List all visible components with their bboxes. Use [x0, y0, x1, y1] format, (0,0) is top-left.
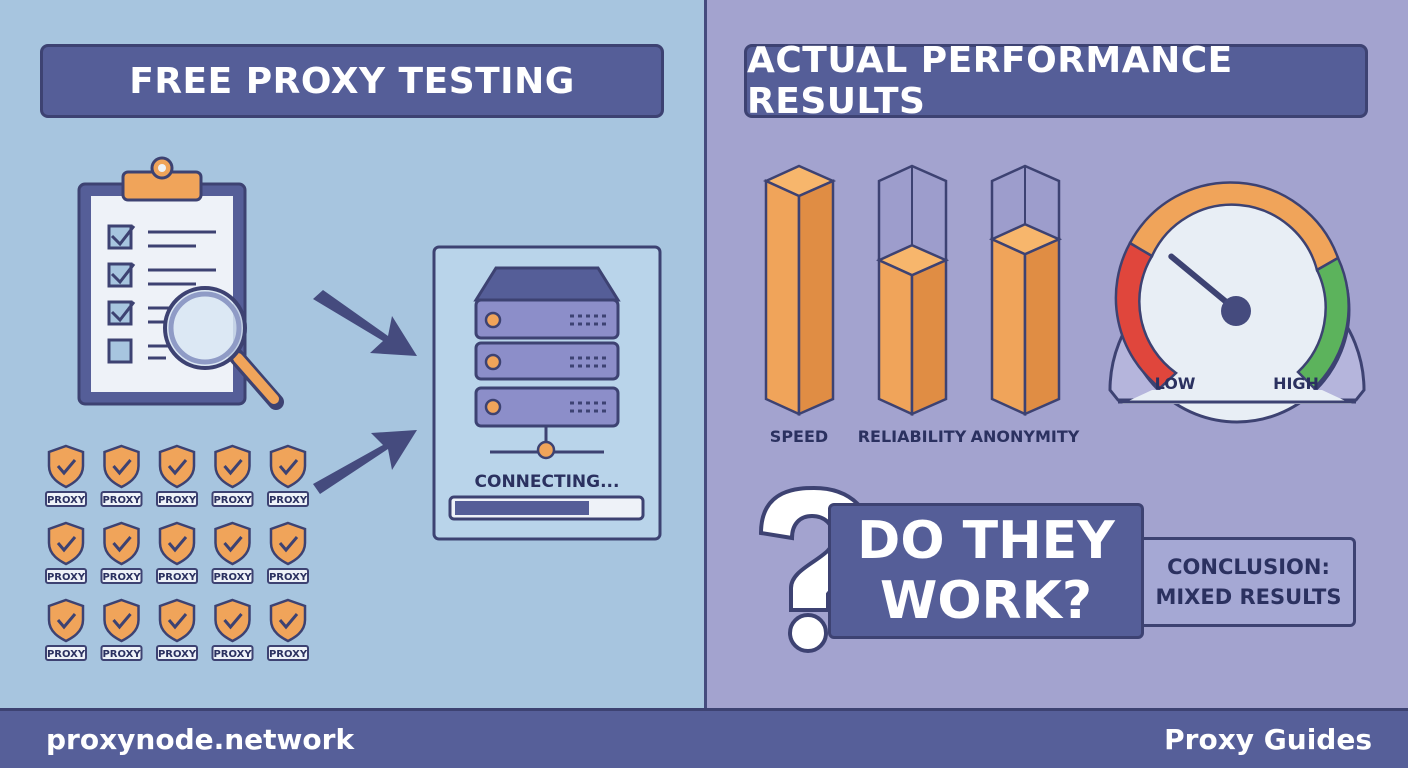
conclusion-line-1: CONCLUSION: [1167, 555, 1330, 579]
shield-icon [269, 598, 307, 643]
shield-icon [214, 521, 251, 566]
checkmark-icon [112, 613, 132, 630]
shield-icon [47, 598, 85, 643]
proxy-badge: PROXY [156, 598, 198, 661]
checkmark-icon [167, 459, 188, 476]
bar-label-anonymity: ANONYMITY [971, 427, 1080, 446]
arrow-down-right-icon [313, 290, 417, 356]
shield-icon [47, 521, 85, 566]
proxy-badge: PROXY [45, 521, 87, 584]
shield-icon [158, 521, 196, 566]
checkmark-icon [56, 613, 77, 630]
arrow-up-right-icon [313, 430, 417, 494]
checkmark-icon [112, 459, 132, 476]
left-panel-title: FREE PROXY TESTING [40, 44, 664, 118]
proxy-badge-label: PROXY [47, 649, 86, 660]
proxy-badge: PROXY [156, 521, 198, 584]
bar-label-speed: SPEED [770, 427, 828, 446]
bar-label-reliability: RELIABILITY [858, 427, 967, 446]
proxy-badge: PROXY [211, 521, 254, 584]
bar-anonymity: ANONYMITY [971, 164, 1080, 446]
proxy-badge: PROXY [45, 444, 87, 507]
proxy-badge-label: PROXY [47, 495, 86, 506]
proxy-badge: PROXY [156, 444, 198, 507]
checkmark-icon [223, 536, 243, 553]
checkmark-icon [278, 459, 299, 476]
magnifier-icon [163, 286, 284, 410]
footer-bar: proxynode.network Proxy Guides [0, 708, 1408, 768]
question-line-1: DO THEY [857, 511, 1115, 571]
proxy-badge: PROXY [45, 598, 87, 661]
shield-icon [158, 598, 196, 643]
arrow-icons [313, 290, 417, 494]
proxy-badge-label: PROXY [158, 649, 197, 660]
shield-icon [214, 444, 251, 489]
proxy-badge-label: PROXY [269, 572, 308, 583]
footer-section-label: Proxy Guides [1164, 723, 1372, 756]
proxy-badge: PROXY [211, 598, 254, 661]
proxy-badge-label: PROXY [269, 495, 308, 506]
checkmark-icon [223, 613, 243, 630]
checkmark-icon [56, 536, 77, 553]
gauge-low-label: LOW [1155, 374, 1196, 393]
conclusion-line-2: MIXED RESULTS [1155, 585, 1342, 609]
checkmark-icon [56, 459, 77, 476]
proxy-badge-grid: PROXY PROXY PROXY PROXY PROXY PROXY PROXY PROXY… [45, 444, 309, 661]
footer-site-link[interactable]: proxynode.network [46, 723, 355, 756]
checkmark-icon [278, 613, 299, 630]
proxy-badge-label: PROXY [213, 495, 252, 506]
proxy-badge-label: PROXY [102, 649, 141, 660]
proxy-badge-label: PROXY [102, 495, 141, 506]
shield-icon [103, 598, 140, 643]
do-they-work-box: DO THEY WORK? [828, 503, 1144, 639]
proxy-badge-label: PROXY [47, 572, 86, 583]
proxy-badge-label: PROXY [158, 572, 197, 583]
checkmark-icon [223, 459, 243, 476]
server-panel: CONNECTING... [432, 245, 662, 541]
proxy-badge: PROXY [211, 444, 254, 507]
right-panel-title: ACTUAL PERFORMANCE RESULTS [744, 40, 1368, 122]
bar-speed: SPEED [762, 164, 837, 446]
shield-icon [214, 598, 251, 643]
proxy-badge-label: PROXY [213, 572, 252, 583]
proxy-badge-label: PROXY [158, 495, 197, 506]
shield-icon [269, 521, 307, 566]
checkmark-icon [112, 536, 132, 553]
checkmark-icon [278, 536, 299, 553]
proxy-badge-label: PROXY [102, 572, 141, 583]
connecting-status: CONNECTING... [475, 472, 620, 492]
proxy-badge-label: PROXY [213, 649, 252, 660]
gauge-meter: LOW HIGH [1108, 181, 1366, 424]
shield-icon [158, 444, 196, 489]
connection-progress-fill [455, 501, 589, 515]
proxy-badge: PROXY [267, 521, 309, 584]
shield-icon [47, 444, 85, 489]
bar-reliability: RELIABILITY [858, 164, 967, 446]
checkmark-icon [167, 536, 188, 553]
shield-icon [103, 444, 140, 489]
proxy-badge: PROXY [100, 521, 143, 584]
proxy-badge: PROXY [100, 444, 143, 507]
proxy-badge: PROXY [267, 598, 309, 661]
shield-icon [103, 521, 140, 566]
gauge-high-label: HIGH [1273, 374, 1319, 393]
checkmark-icon [167, 613, 188, 630]
proxy-badge: PROXY [267, 444, 309, 507]
conclusion-box: CONCLUSION: MIXED RESULTS [1144, 537, 1356, 627]
proxy-badge-label: PROXY [269, 649, 308, 660]
shield-icon [269, 444, 307, 489]
question-line-2: WORK? [879, 571, 1093, 631]
proxy-badge: PROXY [100, 598, 143, 661]
